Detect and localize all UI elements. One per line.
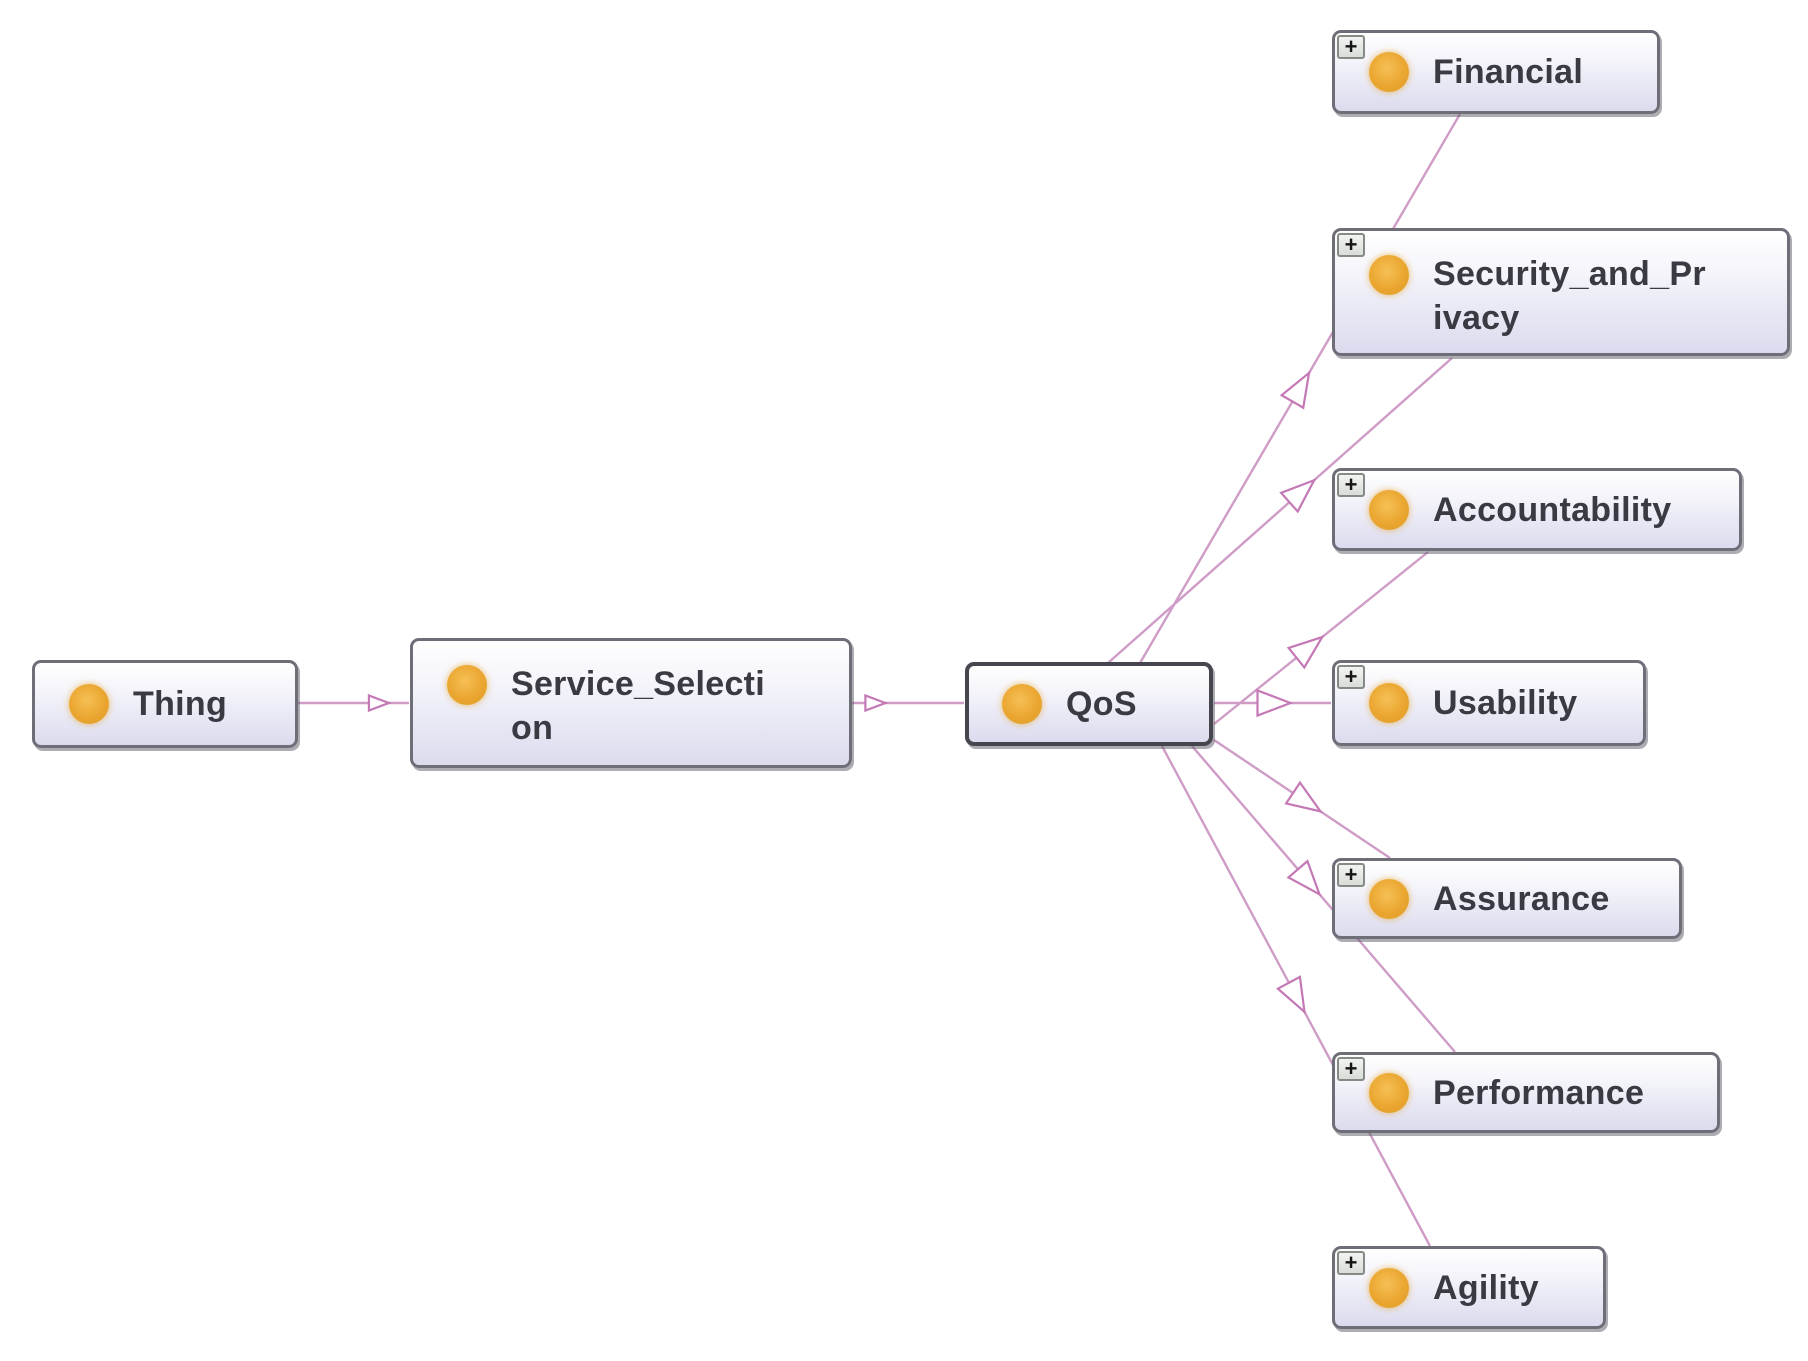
- class-label: Assurance: [1433, 879, 1610, 918]
- class-icon: [1369, 255, 1409, 295]
- class-label: Service_Selecti on: [511, 665, 766, 747]
- arrowhead-icon: [1286, 635, 1325, 670]
- arrowhead-icon: [1279, 370, 1311, 410]
- class-label: Usability: [1433, 684, 1578, 722]
- class-icon: [1369, 878, 1409, 919]
- expand-button[interactable]: +: [1337, 35, 1365, 59]
- class-node-service-selection[interactable]: Service_Selecti on: [410, 638, 852, 768]
- expand-button[interactable]: +: [1337, 1251, 1365, 1275]
- class-icon: [69, 684, 109, 724]
- expand-button[interactable]: +: [1337, 233, 1365, 257]
- class-label: Performance: [1433, 1073, 1645, 1112]
- subclass-edge-QoS-to-Performance: [1191, 745, 1456, 1053]
- class-icon: [1369, 683, 1409, 723]
- class-icon: [1369, 1072, 1409, 1113]
- class-node-financial[interactable]: + Financial: [1332, 30, 1660, 114]
- arrowhead-icon: [1279, 478, 1317, 514]
- class-node-accountability[interactable]: + Accountability: [1332, 468, 1742, 551]
- arrowhead-icon: [367, 693, 393, 713]
- class-node-assurance[interactable]: + Assurance: [1332, 858, 1682, 939]
- class-icon: [1369, 1267, 1409, 1308]
- class-label: Agility: [1433, 1268, 1539, 1307]
- arrowhead-icon: [1256, 688, 1294, 718]
- expand-button[interactable]: +: [1337, 863, 1365, 887]
- arrowhead-icon: [1275, 975, 1306, 1015]
- arrowhead-icon: [864, 693, 889, 713]
- class-node-performance[interactable]: + Performance: [1332, 1052, 1720, 1133]
- class-label: QoS: [1066, 685, 1137, 723]
- class-node-security-and-privacy[interactable]: + Security_and_Pr ivacy: [1332, 228, 1790, 356]
- class-label: Accountability: [1433, 490, 1672, 529]
- class-icon: [1002, 684, 1042, 724]
- class-label: Security_and_Pr ivacy: [1433, 255, 1706, 337]
- arrowhead-icon: [1284, 780, 1324, 814]
- class-node-agility[interactable]: + Agility: [1332, 1246, 1606, 1329]
- expand-button[interactable]: +: [1337, 665, 1365, 689]
- class-node-usability[interactable]: + Usability: [1332, 660, 1646, 746]
- class-node-thing[interactable]: Thing: [32, 660, 298, 748]
- class-label: Thing: [133, 685, 228, 723]
- class-label: Financial: [1433, 53, 1584, 91]
- expand-button[interactable]: +: [1337, 1057, 1365, 1081]
- class-icon: [1369, 489, 1409, 530]
- class-icon: [1369, 52, 1409, 92]
- expand-button[interactable]: +: [1337, 473, 1365, 497]
- class-node-qos[interactable]: QoS: [965, 662, 1213, 746]
- subclass-edge-QoS-to-Security_and_Privacy: [1107, 357, 1453, 664]
- class-icon: [447, 665, 487, 705]
- arrowhead-icon: [1286, 859, 1322, 897]
